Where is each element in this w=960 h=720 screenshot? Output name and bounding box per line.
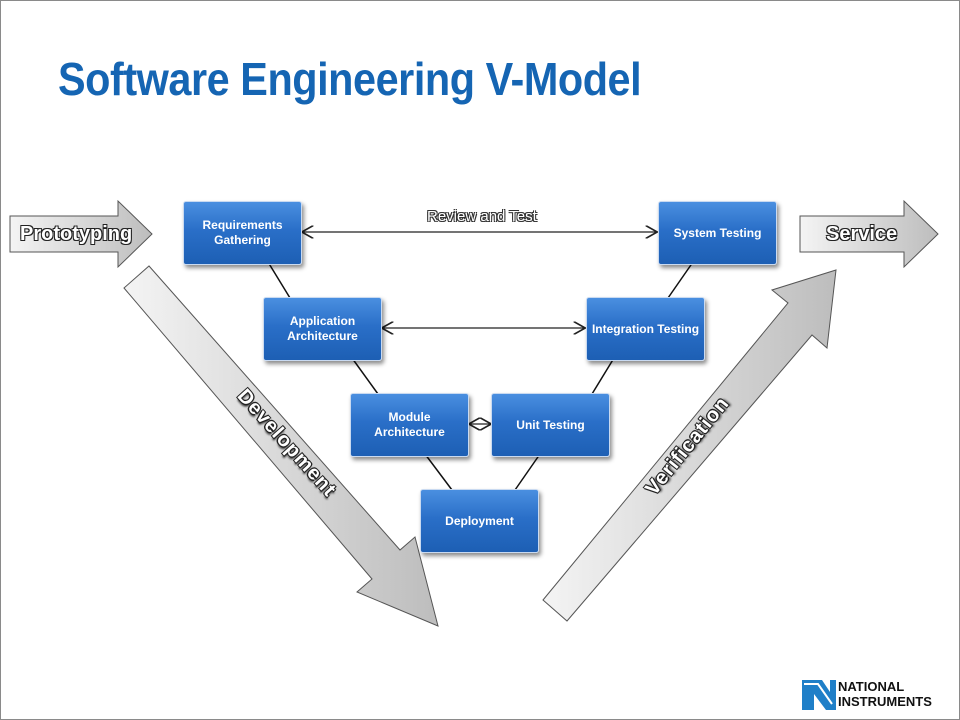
page-title: Software Engineering V-Model — [58, 53, 642, 105]
stage-integration-testing: Integration Testing — [586, 297, 705, 361]
service-label: Service — [826, 223, 898, 245]
stage-requirements-gathering: Requirements Gathering — [183, 201, 302, 265]
service-arrow — [799, 199, 939, 269]
stage-deployment: Deployment — [420, 489, 539, 553]
v-connector-lines — [267, 261, 694, 491]
stage-label: Module Architecture — [374, 410, 445, 439]
stage-label: Integration Testing — [591, 321, 700, 336]
connector-line — [351, 357, 379, 395]
stage-label: Deployment — [445, 513, 514, 528]
review-arrows — [303, 232, 656, 424]
connector-line — [514, 453, 541, 491]
national-instruments-logo — [802, 680, 836, 710]
connector-line — [591, 357, 615, 395]
prototyping-label: Prototyping — [20, 223, 133, 245]
stage-application-architecture: Application Architecture — [263, 297, 382, 361]
connector-line — [424, 453, 453, 491]
stage-label: Application Architecture — [287, 314, 358, 343]
stage-system-testing: System Testing — [658, 201, 777, 265]
prototyping-arrow — [9, 199, 153, 269]
logo-line-1: NATIONAL — [838, 679, 905, 694]
development-arrow — [123, 265, 439, 627]
stage-label: System Testing — [673, 225, 762, 240]
connector-line — [667, 261, 694, 299]
stage-module-architecture: Module Architecture — [350, 393, 469, 457]
verification-arrow-body — [542, 269, 837, 622]
stage-label: Requirements Gathering — [202, 218, 283, 247]
stage-unit-testing: Unit Testing — [491, 393, 610, 457]
logo-line-2: INSTRUMENTS — [838, 694, 932, 709]
connector-line — [267, 261, 291, 299]
stage-label: Unit Testing — [516, 417, 585, 432]
review-and-test-label: Review and Test — [427, 208, 537, 225]
logo-text: NATIONAL INSTRUMENTS — [838, 679, 932, 709]
